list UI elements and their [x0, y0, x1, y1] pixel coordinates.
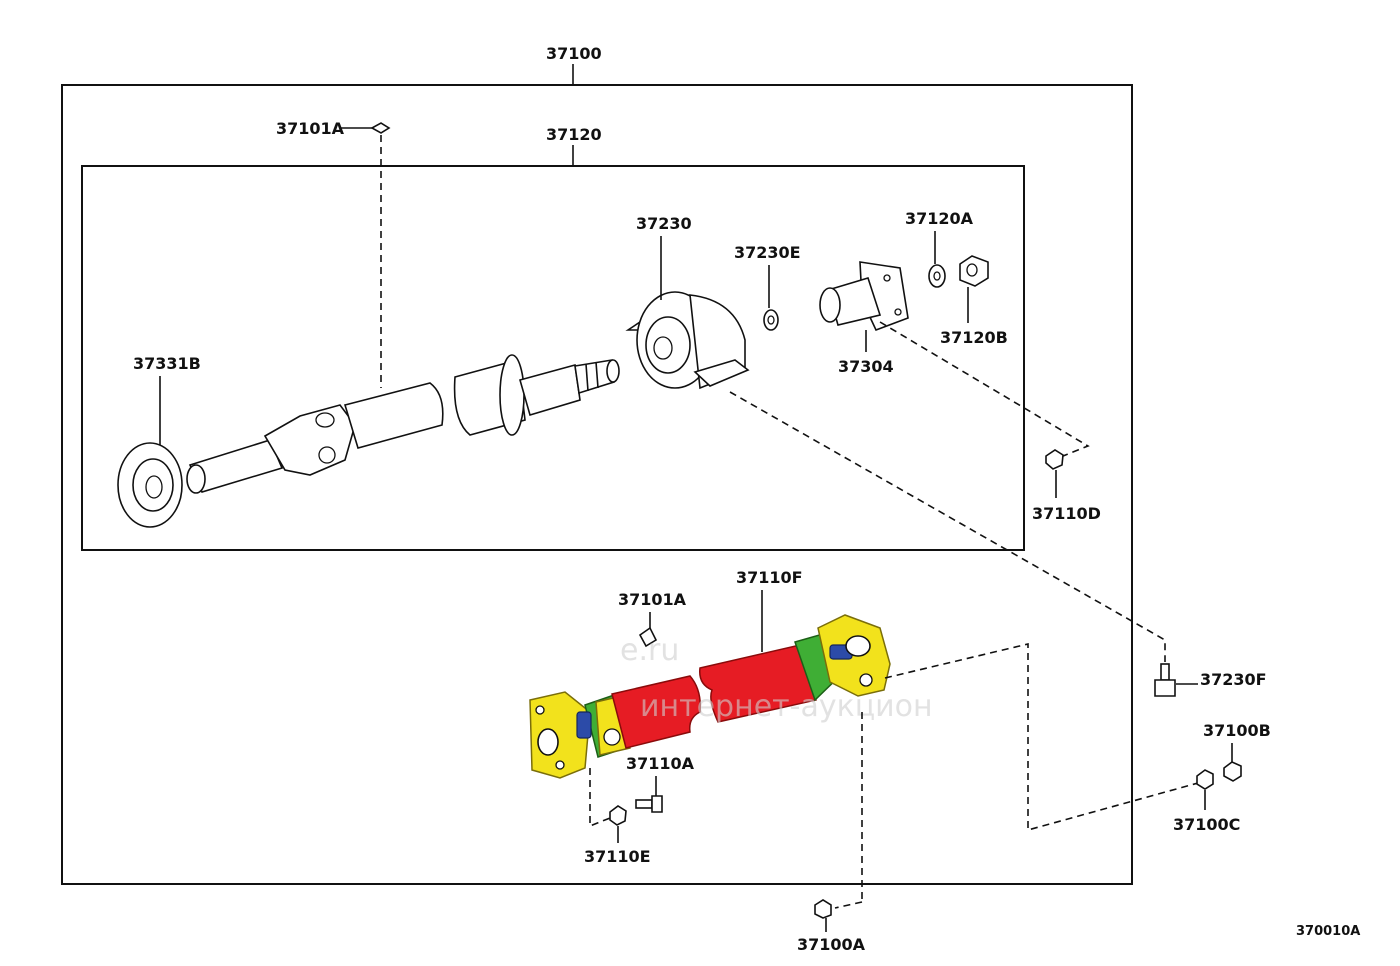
- label-nut-d: 37110D: [1032, 504, 1101, 523]
- watermark-caption: интернет-аукцион: [640, 689, 933, 724]
- label-tube: 37110F: [736, 568, 803, 587]
- label-spider-clip-upper: 37101A: [276, 119, 345, 138]
- sub-assembly-frame: [81, 165, 1025, 551]
- nut-d-icon: [1045, 449, 1064, 470]
- front-propeller-shaft: [117, 354, 620, 528]
- nut-b-icon: [1223, 761, 1242, 782]
- washer-c-icon: [1196, 769, 1214, 790]
- label-center-bearing: 37230: [636, 214, 692, 233]
- clip-upper-icon: [370, 122, 391, 134]
- label-nut: 37120B: [940, 328, 1008, 347]
- label-spider-clip-lower: 37101A: [618, 590, 687, 609]
- label-nut-e: 37110E: [584, 847, 651, 866]
- bolt-100a-icon: [814, 899, 832, 919]
- label-bolt-100a: 37100A: [797, 935, 866, 954]
- watermark-brand: e.ru: [620, 633, 679, 668]
- figure-code: 370010A: [1296, 924, 1360, 939]
- label-sub-assembly: 37120: [546, 125, 602, 144]
- label-flange: 37304: [838, 357, 894, 376]
- label-nut-b: 37100B: [1203, 721, 1271, 740]
- label-bolt-f: 37230F: [1200, 670, 1267, 689]
- nut-e-icon: [609, 805, 627, 826]
- flange-37304: [819, 261, 909, 332]
- center-bearing: [625, 291, 750, 390]
- bolt-a-icon: [635, 795, 663, 813]
- rear-propeller-shaft-colored: [529, 614, 891, 779]
- bolt-f-icon: [1154, 663, 1176, 697]
- label-assembly: 37100: [546, 44, 602, 63]
- label-washer-c: 37100C: [1173, 815, 1240, 834]
- label-washer-b: 37120A: [905, 209, 974, 228]
- label-washer: 37230E: [734, 243, 801, 262]
- label-rear-seal: 37331B: [133, 354, 201, 373]
- clip-lower-icon: [638, 626, 658, 648]
- assembly-frame: [61, 84, 1133, 885]
- label-bolt-a: 37110A: [626, 754, 695, 773]
